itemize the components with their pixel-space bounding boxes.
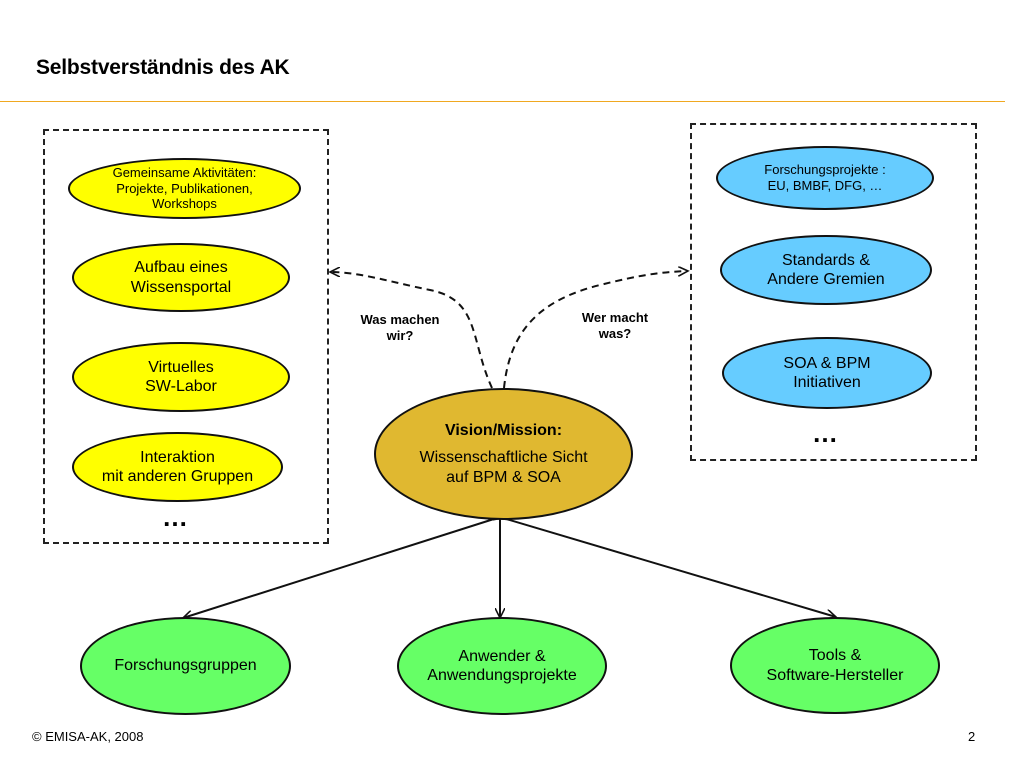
arrow-to-tools [503,518,836,617]
right-partners-group [690,123,977,461]
vision-mission-text: Wissenschaftliche Sicht auf BPM & SOA [419,449,588,486]
activity-gemeinsame: Gemeinsame Aktivitäten: Projekte, Publik… [68,158,301,219]
question-was-machen-wir: Was machen wir? [360,312,440,344]
stakeholder-anwender: Anwender & Anwendungsprojekte [397,617,607,715]
activity-interaktion: Interaktion mit anderen Gruppen [72,432,283,502]
title-divider [0,101,1005,102]
arrow-wer-macht-was [503,271,688,389]
left-more-ellipsis: … [162,502,189,532]
question-wer-macht-was: Wer macht was? [581,310,649,342]
stakeholder-forschungsgruppen: Forschungsgruppen [80,617,291,715]
right-more-ellipsis: … [812,418,839,448]
vision-mission-node: Vision/Mission: Wissenschaftliche Sicht … [374,388,633,520]
footer-copyright: © EMISA-AK, 2008 [32,729,144,744]
partner-forschungsprojekte: Forschungsprojekte : EU, BMBF, DFG, … [716,146,934,210]
arrow-was-machen-wir [330,272,493,389]
vision-mission-title: Vision/Mission: [444,422,563,440]
page-number: 2 [968,729,976,744]
stakeholder-tools: Tools & Software-Hersteller [730,617,940,714]
activity-wissensportal: Aufbau eines Wissensportal [72,243,290,312]
left-activities-group [43,129,329,544]
arrow-to-forschungsgruppen [183,518,497,618]
partner-standards: Standards & Andere Gremien [720,235,932,305]
slide-title: Selbstverständnis des AK [36,56,290,79]
partner-soa-bpm: SOA & BPM Initiativen [722,337,932,409]
activity-sw-labor: Virtuelles SW-Labor [72,342,290,412]
